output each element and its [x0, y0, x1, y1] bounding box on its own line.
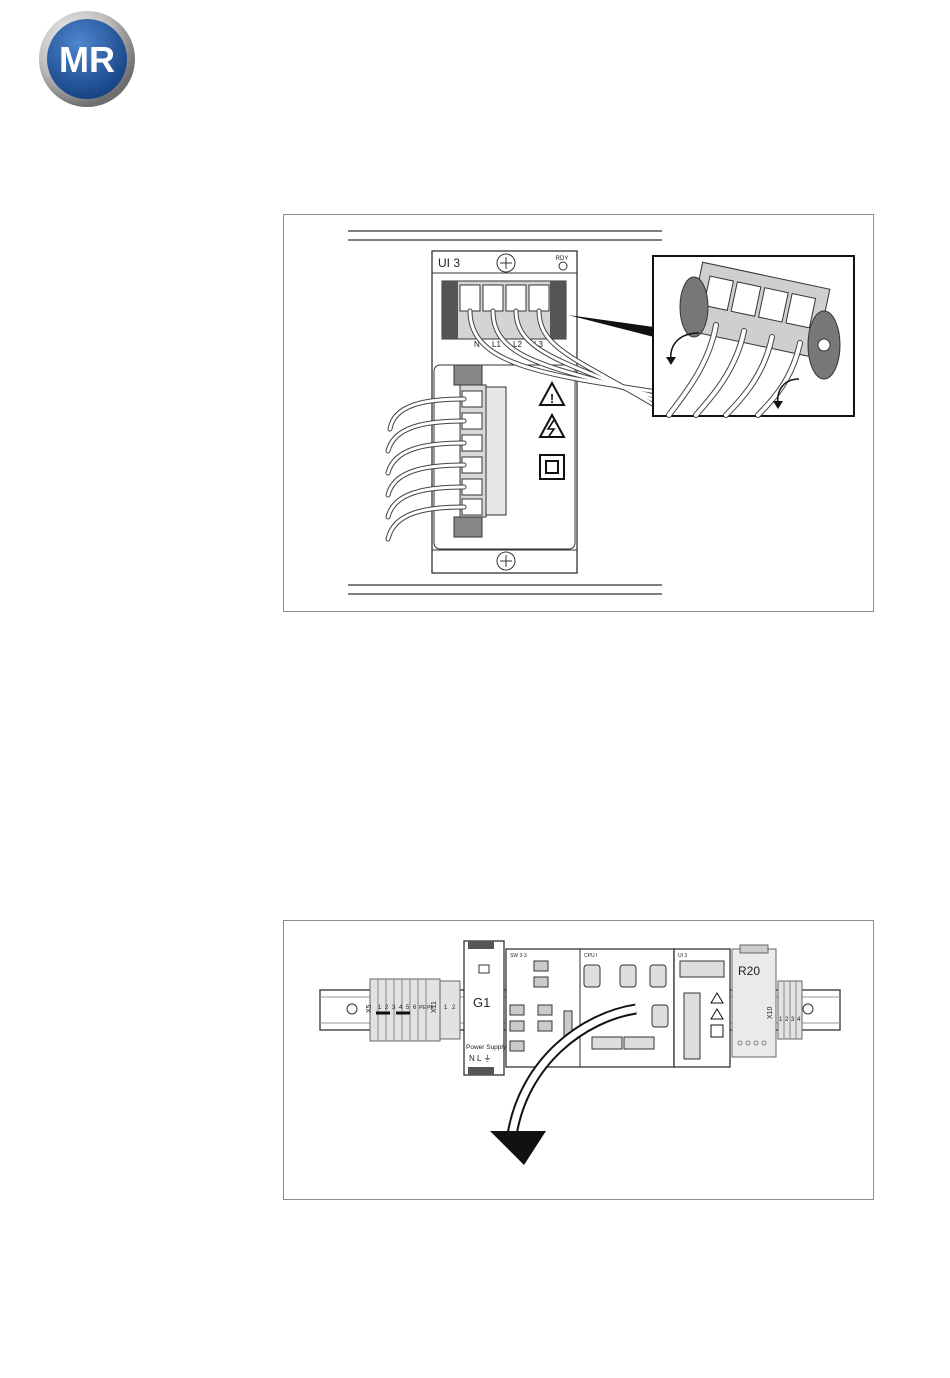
logo-text: MR	[59, 39, 115, 80]
ui3-module: UI 3 RDY	[432, 251, 577, 573]
r20-label: R20	[738, 964, 760, 978]
ui3-module-small: UI 3	[674, 949, 730, 1067]
svg-text:!: !	[550, 391, 554, 406]
module-cpu-label: CPU I	[584, 953, 597, 959]
power-supply-caption: Power Supply	[466, 1044, 507, 1051]
relay-r20: R20	[732, 945, 776, 1057]
rdy-led	[559, 262, 567, 270]
double-insulation-icon	[540, 455, 564, 479]
x5-num-pe1: PE	[419, 1005, 426, 1011]
bottom-screw	[497, 552, 515, 570]
module-sw-label: SW 3-3	[510, 953, 527, 959]
x10-label: X10	[767, 1006, 774, 1019]
rdy-label: RDY	[556, 256, 569, 262]
signal-terminal-block	[454, 365, 506, 537]
terminal-strip-x5: X5 1 2 3 4 5 6 PE PE	[366, 979, 440, 1041]
top-screw	[497, 254, 515, 272]
module-rack: SW 3-3 CPU I	[506, 949, 674, 1067]
power-supply-terminals: N L ⏚	[469, 1054, 491, 1063]
terminal-label-l1: L1	[492, 340, 501, 349]
module-ui-label: UI 3	[678, 953, 687, 959]
mr-logo: MR	[38, 10, 136, 108]
power-supply-g1: G1 Power Supply N L ⏚	[464, 941, 507, 1075]
figure-ui3-wiring: UI 3 RDY	[283, 214, 874, 612]
x5-label: X5	[366, 1004, 373, 1013]
power-terminal-block	[442, 281, 566, 339]
figure-din-rail-assembly: X5 1 2 3 4 5 6 PE PE X11 1 2 G1 Power Su…	[283, 920, 874, 1200]
detail-pointer	[568, 315, 654, 337]
module-label: UI 3	[438, 256, 460, 270]
detail-inset	[653, 256, 854, 416]
g1-label: G1	[473, 995, 490, 1010]
x11-label: X11	[431, 1001, 438, 1013]
